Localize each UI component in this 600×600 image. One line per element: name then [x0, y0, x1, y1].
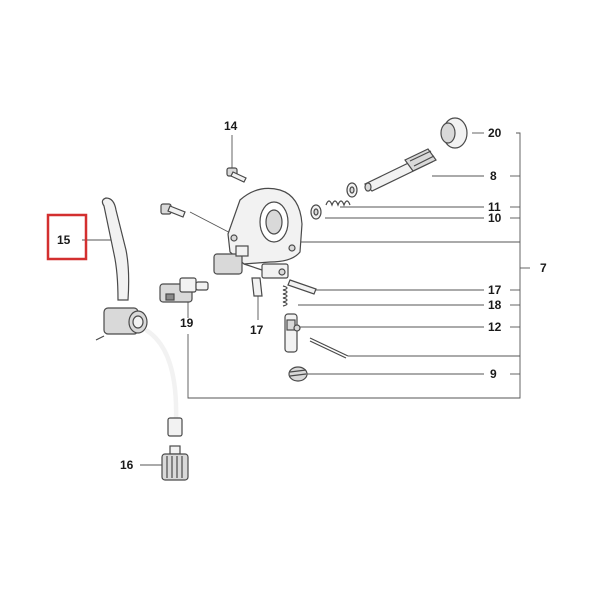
callout-11: 11: [488, 200, 501, 214]
suction-hose: [144, 328, 183, 437]
shaft-8: [363, 148, 437, 192]
callout-7: 7: [540, 261, 547, 275]
washer-10: [310, 204, 322, 220]
spring-11: [325, 182, 358, 207]
callout-17-right: 17: [488, 283, 502, 297]
screw-upper: [160, 203, 186, 218]
filter-16: [161, 445, 189, 481]
callout-12: 12: [488, 320, 502, 334]
callout-16: 16: [120, 458, 134, 472]
callout-9: 9: [490, 367, 497, 381]
callout-17-lower: 17: [250, 323, 264, 337]
spring-18: [282, 285, 288, 307]
gear-9: [288, 366, 308, 382]
pin-17b: [251, 277, 263, 297]
callout-18: 18: [488, 298, 502, 312]
joint-fitting: [95, 307, 148, 341]
pump-housing: [213, 187, 303, 279]
callout-15: 15: [57, 233, 71, 247]
callout-14: 14: [224, 119, 238, 133]
pin-12: [309, 337, 349, 359]
highlight-box-15: [46, 213, 88, 261]
callout-10: 10: [488, 211, 502, 225]
leader-lines: [82, 132, 530, 466]
cap-20: [440, 117, 468, 149]
hose-15: [101, 197, 130, 301]
connector-19: [159, 277, 209, 303]
parts: [95, 117, 468, 481]
callout-8: 8: [490, 169, 497, 183]
callout-19: 19: [180, 316, 194, 330]
leader-7-bracket: [187, 132, 521, 399]
pin-17a: [287, 279, 317, 295]
screw-14: [226, 167, 247, 183]
plunger-12: [284, 313, 301, 353]
callout-labels: 14 20 8 11 10 7 15 17 18 19 17 12 9 16: [57, 119, 547, 472]
callout-20: 20: [488, 126, 502, 140]
